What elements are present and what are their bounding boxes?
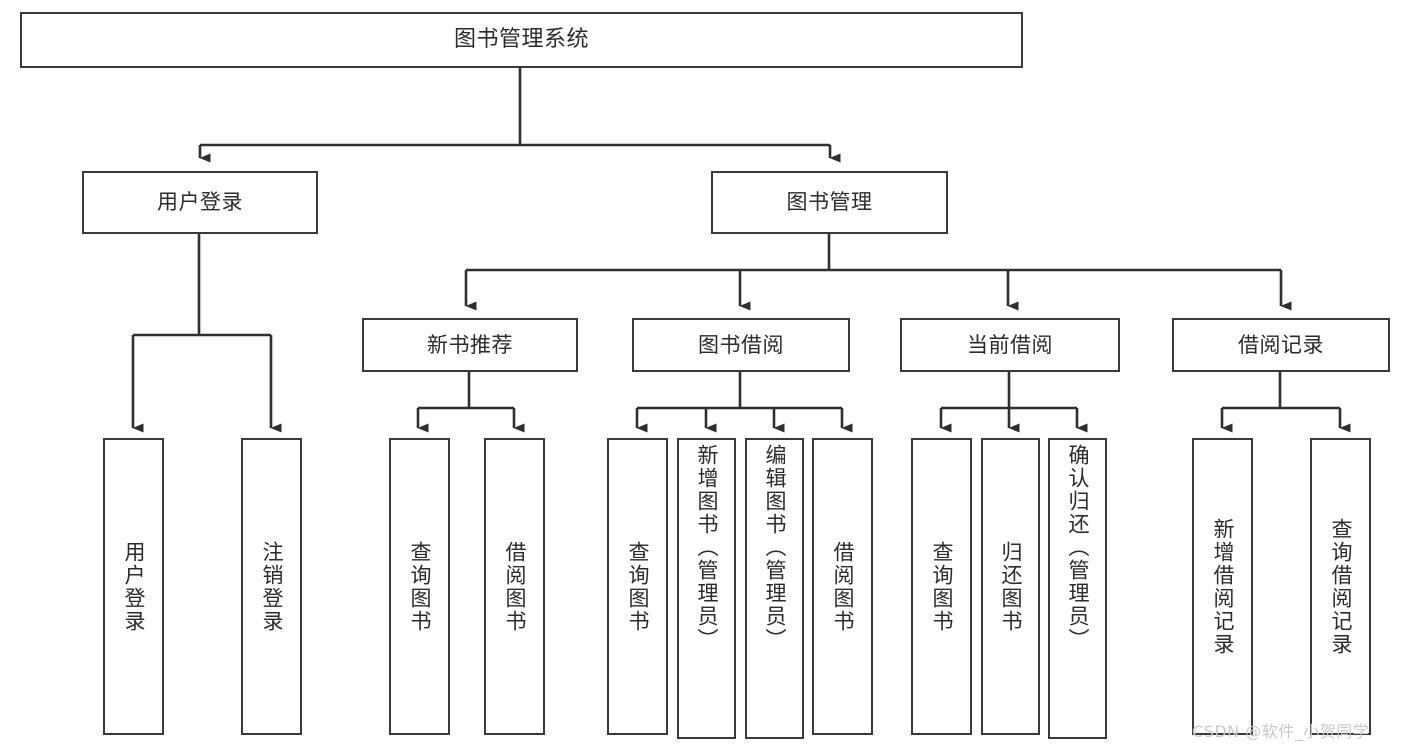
node-label: 图书借阅	[698, 332, 784, 357]
leaf-query-book-borrow[interactable]: 查询图书	[607, 438, 668, 735]
node-book-management[interactable]: 图书管理	[711, 171, 948, 234]
node-current-borrow[interactable]: 当前借阅	[900, 318, 1120, 372]
leaf-add-book-admin[interactable]: 新增图书（管理员）	[677, 438, 736, 739]
leaf-borrow-book[interactable]: 借阅图书	[812, 438, 873, 735]
node-label: 用户登录	[157, 190, 243, 215]
node-label: 查询图书	[930, 540, 954, 633]
leaf-borrow-book-new[interactable]: 借阅图书	[484, 438, 545, 735]
node-label: 借阅图书	[503, 540, 527, 633]
node-label: 图书管理	[786, 190, 873, 215]
leaf-user-login[interactable]: 用户登录	[103, 438, 164, 735]
leaf-query-book-current[interactable]: 查询图书	[911, 438, 972, 735]
node-label: 注销登录	[260, 540, 284, 633]
node-label: 当前借阅	[967, 332, 1053, 357]
leaf-confirm-return-admin[interactable]: 确认归还（管理员）	[1048, 438, 1107, 739]
node-new-book-recommend[interactable]: 新书推荐	[362, 318, 578, 372]
node-label: 新增借阅记录	[1211, 517, 1235, 656]
node-borrow-record[interactable]: 借阅记录	[1172, 318, 1390, 372]
leaf-return-book[interactable]: 归还图书	[981, 438, 1040, 735]
node-label: 确认归还（管理员）	[1066, 444, 1090, 651]
node-label: 新书推荐	[427, 332, 513, 357]
node-label: 用户登录	[122, 540, 146, 633]
leaf-logout[interactable]: 注销登录	[241, 438, 302, 735]
node-label: 新增图书（管理员）	[695, 444, 719, 651]
node-label: 查询借阅记录	[1329, 517, 1353, 656]
leaf-add-borrow-record[interactable]: 新增借阅记录	[1192, 438, 1253, 735]
leaf-query-borrow-record[interactable]: 查询借阅记录	[1310, 438, 1371, 735]
node-book-borrow[interactable]: 图书借阅	[632, 318, 850, 372]
leaf-query-book-new[interactable]: 查询图书	[389, 438, 450, 735]
watermark-text: CSDN @软件_小贺同学	[1192, 722, 1370, 741]
leaf-edit-book-admin[interactable]: 编辑图书（管理员）	[745, 438, 804, 739]
node-user-login[interactable]: 用户登录	[82, 171, 318, 234]
node-label: 归还图书	[999, 540, 1023, 633]
node-root-system[interactable]: 图书管理系统	[20, 12, 1023, 68]
node-label: 图书管理系统	[453, 27, 589, 53]
node-label: 借阅记录	[1238, 332, 1324, 357]
node-label: 查询图书	[626, 540, 650, 633]
node-label: 查询图书	[408, 540, 432, 633]
node-label: 编辑图书（管理员）	[763, 444, 787, 651]
node-label: 借阅图书	[831, 540, 855, 633]
